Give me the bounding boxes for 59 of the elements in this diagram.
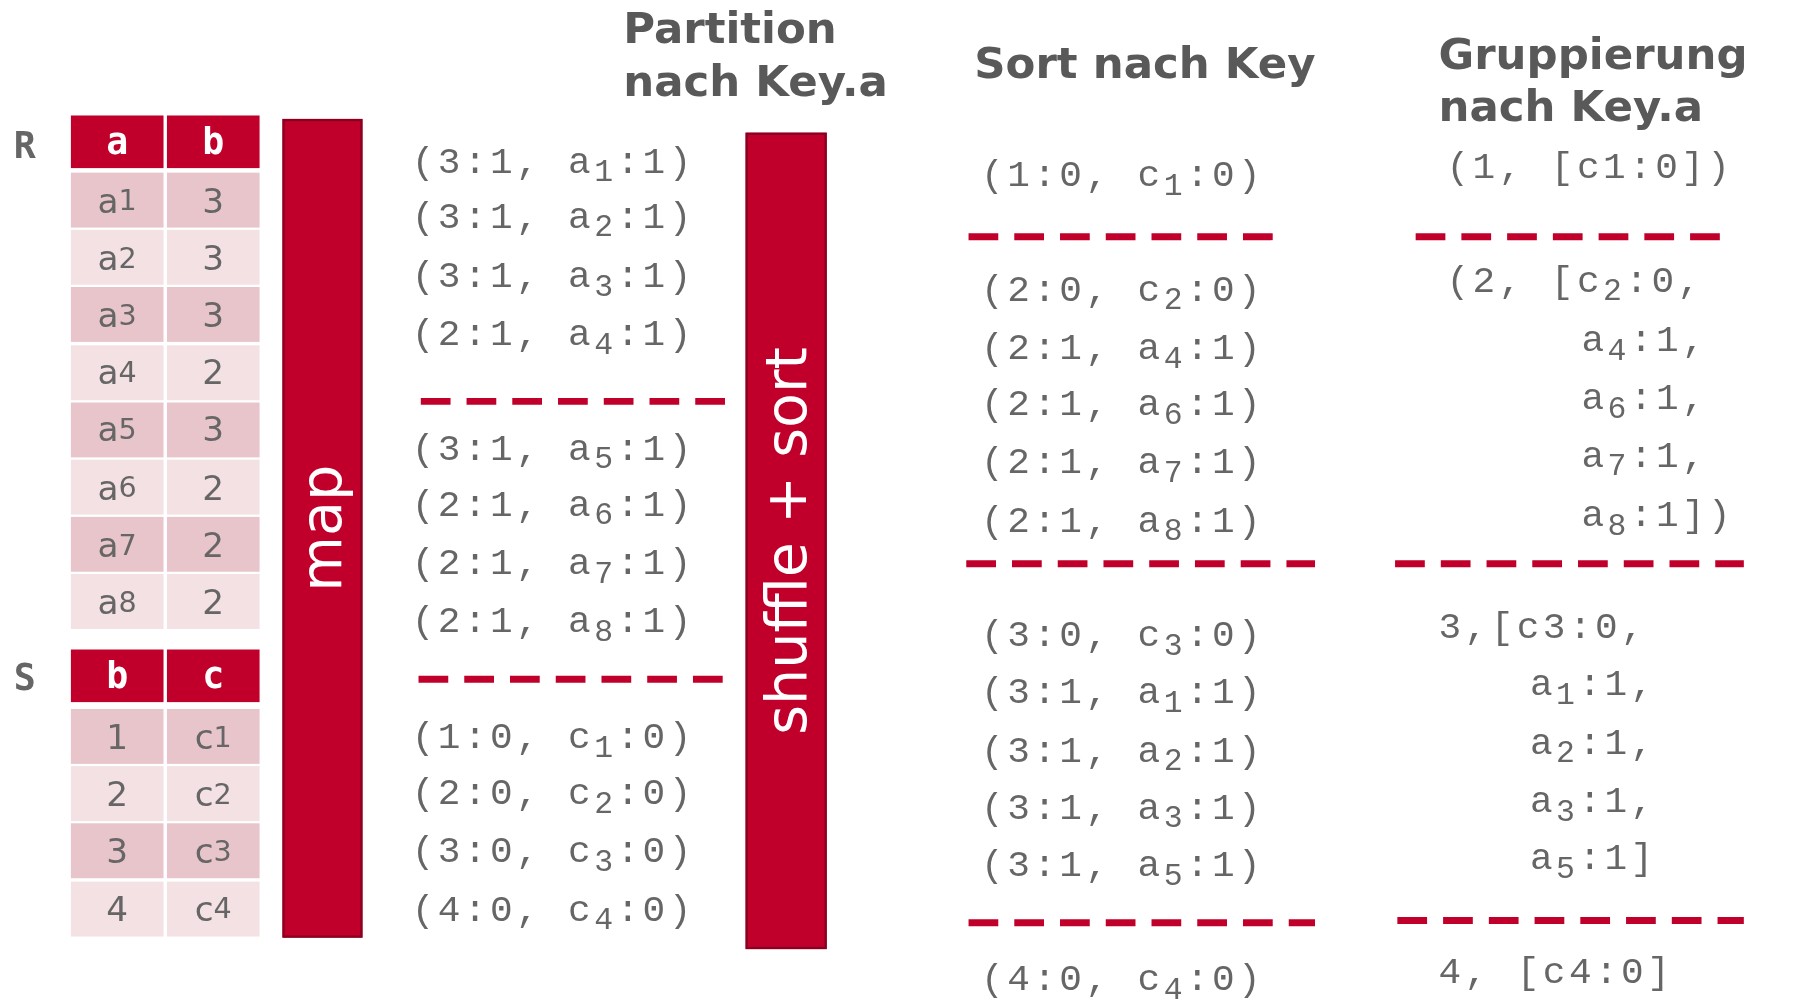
table-label: S xyxy=(13,655,36,699)
key-value-pair: (4:0, c$_{4}$:0) xyxy=(981,958,1265,1003)
key-value-pair: (3:1, a$_{1}$:1) xyxy=(981,671,1265,724)
table-cell: 3 xyxy=(166,402,260,458)
key-value-pair: (3:1, a$_{5}$:1) xyxy=(981,844,1265,896)
key-value-pair: (2:1, a$_{6}$:1) xyxy=(411,483,695,536)
key-value-pair: a$_{3}$:1, xyxy=(1530,780,1657,832)
key-value-pair: (2:0, c$_{2}$:0) xyxy=(981,268,1265,321)
key-value-pair: a$_{4}$:1, xyxy=(1581,319,1709,371)
key-value-pair: a$_{2}$:1, xyxy=(1530,721,1657,774)
table-cell: 2 xyxy=(166,459,260,515)
key-value-pair: (4:0, c$_{4}$:0) xyxy=(411,888,695,941)
key-value-pair: (2:1, a$_{4}$:1) xyxy=(411,313,695,366)
key-value-pair: (2, [c$_{2}$:0, xyxy=(1446,259,1704,312)
key-value-pair: (3:1, a$_{5}$:1) xyxy=(411,427,695,480)
table-cell: 3 xyxy=(70,823,164,879)
key-value-pair: (3:1, a$_{2}$:1) xyxy=(411,195,695,248)
column-heading: Sort nach Key xyxy=(974,36,1317,90)
table-cell: 3 xyxy=(166,230,260,285)
key-value-pair: (2:0, c$_{2}$:0) xyxy=(411,772,695,824)
key-value-pair: (2:1, a$_{7}$:1) xyxy=(981,441,1265,494)
key-value-pair: (2:1, a$_{7}$:1) xyxy=(411,542,695,594)
table-cell: 4 xyxy=(70,881,164,937)
table-cell: 2 xyxy=(166,574,260,630)
table-cell: 3 xyxy=(166,172,260,228)
key-value-pair: (1:0, c$_{1}$:0) xyxy=(411,715,695,768)
key-value-pair: (3:1, a$_{3}$:1) xyxy=(981,786,1265,839)
table-header-cell: b xyxy=(70,649,164,703)
key-value-pair: a$_{1}$:1, xyxy=(1530,663,1657,716)
key-value-pair: (1:0, c$_{1}$:0) xyxy=(981,154,1265,207)
column-heading: Partition nach Key.a xyxy=(623,2,889,108)
key-value-pair: a$_{8}$:1]) xyxy=(1581,494,1735,546)
key-value-pair: (3:1, a$_{1}$:1) xyxy=(411,140,695,193)
table-cell: 2 xyxy=(70,766,164,822)
key-value-pair: (2:1, a$_{8}$:1) xyxy=(981,499,1265,552)
key-value-pair: (1, [c1:0]) xyxy=(1446,146,1734,192)
key-value-pair: (3:0, c$_{3}$:0) xyxy=(411,830,695,883)
table-header-cell: b xyxy=(166,115,260,169)
key-value-pair: a$_{7}$:1, xyxy=(1581,434,1709,487)
process-bar: map xyxy=(282,118,363,938)
key-value-pair: 3,[c3:0, xyxy=(1438,606,1648,652)
key-value-pair: (2:1, a$_{4}$:1) xyxy=(981,327,1265,379)
table-cell: 2 xyxy=(166,344,260,400)
key-value-pair: (2:1, a$_{6}$:1) xyxy=(981,383,1265,435)
table-cell: 1 xyxy=(70,708,164,764)
key-value-pair: (3:1, a$_{3}$:1) xyxy=(411,255,695,307)
column-heading: Gruppierung nach Key.a xyxy=(1438,27,1749,133)
key-value-pair: 4, [c4:0] xyxy=(1438,951,1674,997)
process-bar: shuffle + sort xyxy=(745,132,827,950)
table-label: R xyxy=(13,123,36,167)
key-value-pair: (3:0, c$_{3}$:0) xyxy=(981,614,1265,666)
table-cell: 3 xyxy=(166,287,260,343)
table-header-cell: c xyxy=(166,649,260,703)
key-value-pair: a$_{6}$:1, xyxy=(1581,377,1709,430)
key-value-pair: (2:1, a$_{8}$:1) xyxy=(411,600,695,653)
table-cell: 2 xyxy=(166,517,260,572)
key-value-pair: (3:1, a$_{2}$:1) xyxy=(981,729,1265,782)
key-value-pair: a$_{5}$:1] xyxy=(1530,837,1657,889)
table-header-cell: a xyxy=(70,115,164,169)
